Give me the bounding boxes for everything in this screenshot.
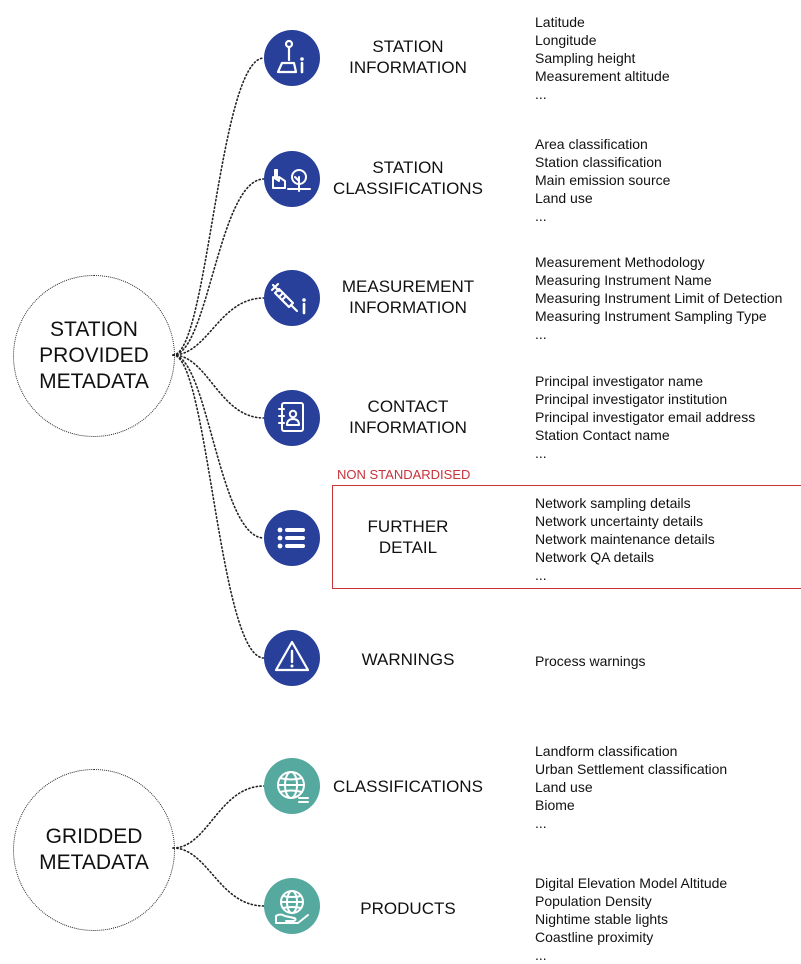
- category-label-line: CLASSIFICATIONS: [333, 178, 483, 198]
- list-item: ...: [535, 208, 547, 224]
- category-label-line: CONTACT: [367, 397, 449, 416]
- root-label-line: METADATA: [39, 370, 149, 394]
- category-label-contact-information: CONTACT INFORMATION: [318, 397, 498, 438]
- list-item: Land use: [535, 779, 593, 795]
- item-list-station-classifications: Area classification Station classificati…: [535, 135, 670, 225]
- non-standardised-box: [332, 485, 801, 589]
- item-list-products: Digital Elevation Model Altitude Populat…: [535, 874, 727, 964]
- list-item: ...: [535, 86, 547, 102]
- list-item: ...: [535, 947, 547, 963]
- item-list-further-detail: Network sampling details Network uncerta…: [535, 494, 715, 584]
- list-item: Main emission source: [535, 172, 671, 188]
- connector-line-products: [172, 847, 265, 907]
- list-item: Longitude: [535, 32, 597, 48]
- root-label-line: GRIDDED: [45, 824, 143, 848]
- list-item: Landform classification: [535, 743, 678, 759]
- warning-icon: [264, 630, 320, 686]
- category-label-line: CLASSIFICATIONS: [333, 777, 483, 796]
- globe-hand-icon: [264, 878, 320, 934]
- category-label-line: STATION: [372, 37, 444, 56]
- list-item: Nightime stable lights: [535, 911, 669, 927]
- list-item: Measuring Instrument Limit of Detection: [535, 290, 783, 306]
- list-item: Measurement Methodology: [535, 254, 705, 270]
- connector-line-station-information: [172, 57, 265, 356]
- list-item: ...: [535, 815, 547, 831]
- category-label-products: PRODUCTS: [318, 899, 498, 920]
- list-item: ...: [535, 445, 547, 461]
- item-list-station-information: Latitude Longitude Sampling height Measu…: [535, 13, 670, 103]
- list-item: Principal investigator email address: [535, 409, 756, 425]
- list-item: Principal investigator institution: [535, 391, 728, 407]
- contact-book-icon: [264, 390, 320, 446]
- root-label-line: METADATA: [39, 851, 149, 874]
- connector-line-classifications: [172, 785, 265, 849]
- root-label-line: STATION: [50, 317, 138, 341]
- list-item: Area classification: [535, 136, 648, 152]
- list-item: Measuring Instrument Sampling Type: [535, 308, 767, 324]
- list-item: Station Contact name: [535, 427, 670, 443]
- category-label-line: INFORMATION: [349, 297, 467, 317]
- list-item: ...: [535, 326, 547, 342]
- syringe-info-icon: [264, 270, 320, 326]
- connector-line-warnings: [172, 354, 265, 659]
- list-item: Station classification: [535, 154, 662, 170]
- list-item: Coastline proximity: [535, 929, 654, 945]
- category-label-line: PRODUCTS: [360, 899, 456, 918]
- gridded-metadata-node: GRIDDED METADATA: [13, 769, 175, 931]
- factory-tree-icon: [264, 151, 320, 207]
- list-item: Network sampling details: [535, 495, 691, 511]
- list-item: Sampling height: [535, 50, 636, 66]
- list-item: Network maintenance details: [535, 531, 715, 547]
- list-item: Biome: [535, 797, 575, 813]
- category-label-line: INFORMATION: [349, 57, 467, 77]
- connector-line-further-detail: [172, 354, 265, 539]
- list-item: ...: [535, 567, 547, 583]
- list-item: Network QA details: [535, 549, 655, 565]
- category-label-line: INFORMATION: [349, 417, 467, 437]
- category-label-further-detail: FURTHER DETAIL: [318, 517, 498, 558]
- item-list-measurement-information: Measurement Methodology Measuring Instru…: [535, 253, 782, 343]
- category-label-line: DETAIL: [378, 537, 438, 557]
- list-item: Population Density: [535, 893, 652, 909]
- list-item: Land use: [535, 190, 593, 206]
- connector-line-measurement-information: [172, 297, 265, 356]
- category-label-station-classifications: STATION CLASSIFICATIONS: [318, 158, 498, 199]
- connector-line-contact-information: [172, 354, 265, 419]
- category-label-classifications: CLASSIFICATIONS: [318, 777, 498, 798]
- list-item: Measuring Instrument Name: [535, 272, 712, 288]
- category-label-station-information: STATION INFORMATION: [318, 37, 498, 78]
- category-label-warnings: WARNINGS: [318, 650, 498, 671]
- list-icon: [264, 510, 320, 566]
- list-item: Latitude: [535, 14, 585, 30]
- list-item: Principal investigator name: [535, 373, 704, 389]
- category-label-line: WARNINGS: [361, 650, 455, 669]
- list-item: Network uncertainty details: [535, 513, 704, 529]
- list-item: Digital Elevation Model Altitude: [535, 875, 728, 891]
- item-list-classifications: Landform classification Urban Settlement…: [535, 742, 727, 832]
- category-label-line: FURTHER: [367, 517, 449, 536]
- non-standardised-label: NON STANDARDISED: [337, 467, 471, 482]
- category-label-measurement-information: MEASUREMENT INFORMATION: [318, 277, 498, 318]
- station-provided-metadata-node: STATION PROVIDED METADATA: [13, 275, 175, 437]
- list-item: Urban Settlement classification: [535, 761, 728, 777]
- list-item: Process warnings: [535, 653, 646, 669]
- root-label-line: PROVIDED: [39, 343, 149, 367]
- category-label-line: STATION: [372, 158, 444, 177]
- connector-line-station-classifications: [172, 178, 265, 356]
- location-info-icon: [264, 30, 320, 86]
- globe-icon: [264, 758, 320, 814]
- item-list-warnings: Process warnings: [535, 652, 646, 670]
- category-label-line: MEASUREMENT: [341, 277, 475, 296]
- list-item: Measurement altitude: [535, 68, 670, 84]
- item-list-contact-information: Principal investigator name Principal in…: [535, 372, 755, 462]
